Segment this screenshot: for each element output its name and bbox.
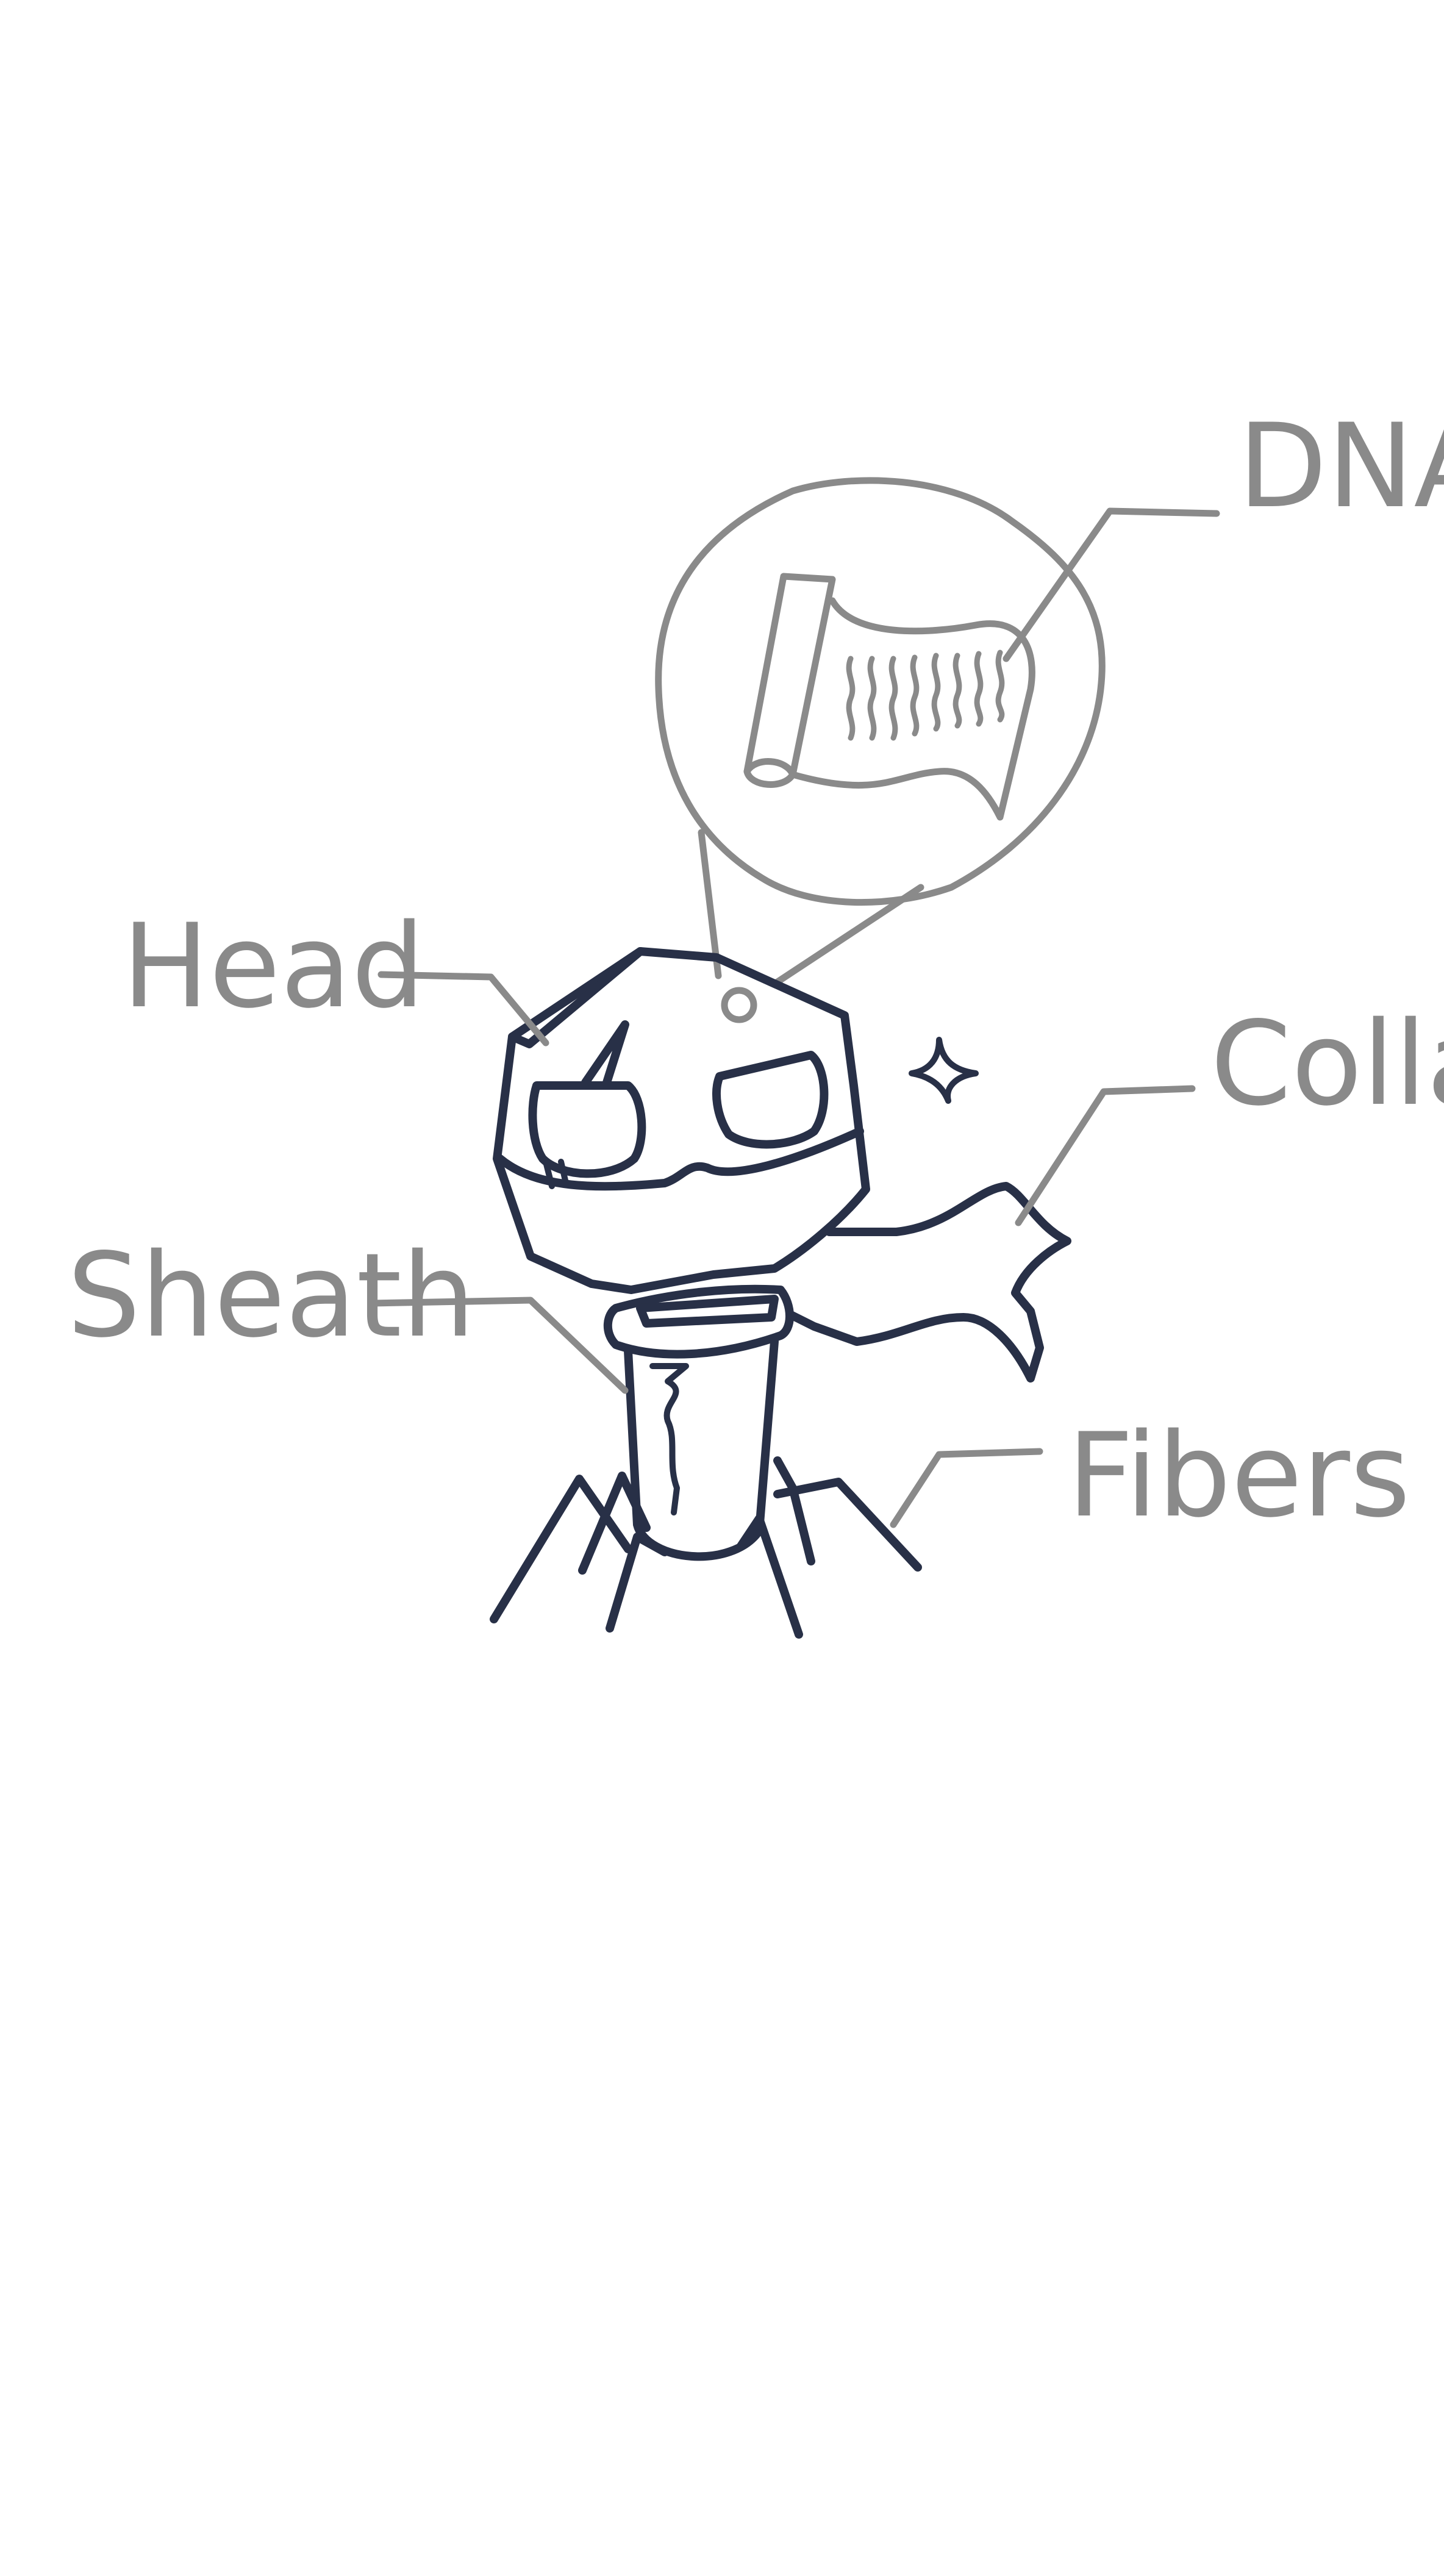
zoom-bubble-pointer — [774, 884, 924, 986]
zoom-bubble-pointer — [698, 829, 722, 979]
tail-fiber-left-inner — [578, 1472, 651, 1575]
leader-line-sheath — [368, 1297, 629, 1394]
sunglasses-glint — [581, 1020, 629, 1087]
sunglasses-right-lens — [712, 1051, 829, 1149]
tail-fiber-left-outer — [490, 1475, 632, 1623]
tail-fiber-right-outer — [773, 1478, 922, 1572]
phage-body — [490, 947, 1071, 1639]
tail-fiber-right-inner — [737, 1514, 803, 1639]
dna-strand — [974, 651, 984, 727]
sunglasses-bridge — [496, 1127, 864, 1191]
sparkle-icon — [909, 1037, 979, 1104]
dna-strands — [846, 649, 1005, 741]
zoom-bubble-outline — [655, 477, 1106, 906]
phage-head-upper-edge — [508, 947, 645, 1048]
dna-scroll — [743, 573, 1035, 821]
tail-fiber-right-center — [773, 1456, 815, 1565]
labels: DNA Head Collar Sheath Fibers — [67, 399, 1444, 1543]
label-fibers: Fibers — [1067, 1408, 1410, 1543]
label-collar: Collar — [1210, 996, 1444, 1131]
dna-strand — [995, 649, 1005, 723]
dna-strand — [931, 653, 941, 732]
dna-zoom-bubble — [655, 477, 1106, 1023]
dna-strand — [867, 656, 877, 741]
dna-strand — [910, 654, 920, 737]
leader-line-dna — [1003, 507, 1220, 662]
label-sheath: Sheath — [67, 1228, 475, 1363]
dna-scroll-roll — [743, 573, 836, 788]
label-dna: DNA — [1238, 399, 1444, 534]
label-head: Head — [122, 899, 425, 1034]
dna-strand — [888, 656, 898, 741]
leader-line-collar — [1015, 1085, 1196, 1226]
phage-cape — [785, 1182, 1071, 1383]
dna-strand — [846, 656, 856, 741]
zoom-origin-circle — [721, 987, 757, 1023]
phage-collar — [603, 1284, 794, 1359]
leader-line-head — [377, 971, 549, 1046]
phage-head — [493, 947, 870, 1294]
phage-sheath-inner-line — [649, 1363, 689, 1515]
sunglasses-glint — [543, 1159, 569, 1189]
dna-scroll-sheet — [789, 597, 1035, 821]
dna-strand — [953, 653, 962, 729]
phage-collar-inner — [636, 1295, 779, 1328]
sunglasses-left-lens — [528, 1081, 646, 1178]
dna-scroll-roll-end — [743, 758, 796, 778]
tail-fiber-left-center — [606, 1533, 669, 1633]
leader-lines — [368, 507, 1220, 1528]
leader-line-fibers — [890, 1448, 1043, 1528]
phage-sheath — [624, 1337, 779, 1561]
